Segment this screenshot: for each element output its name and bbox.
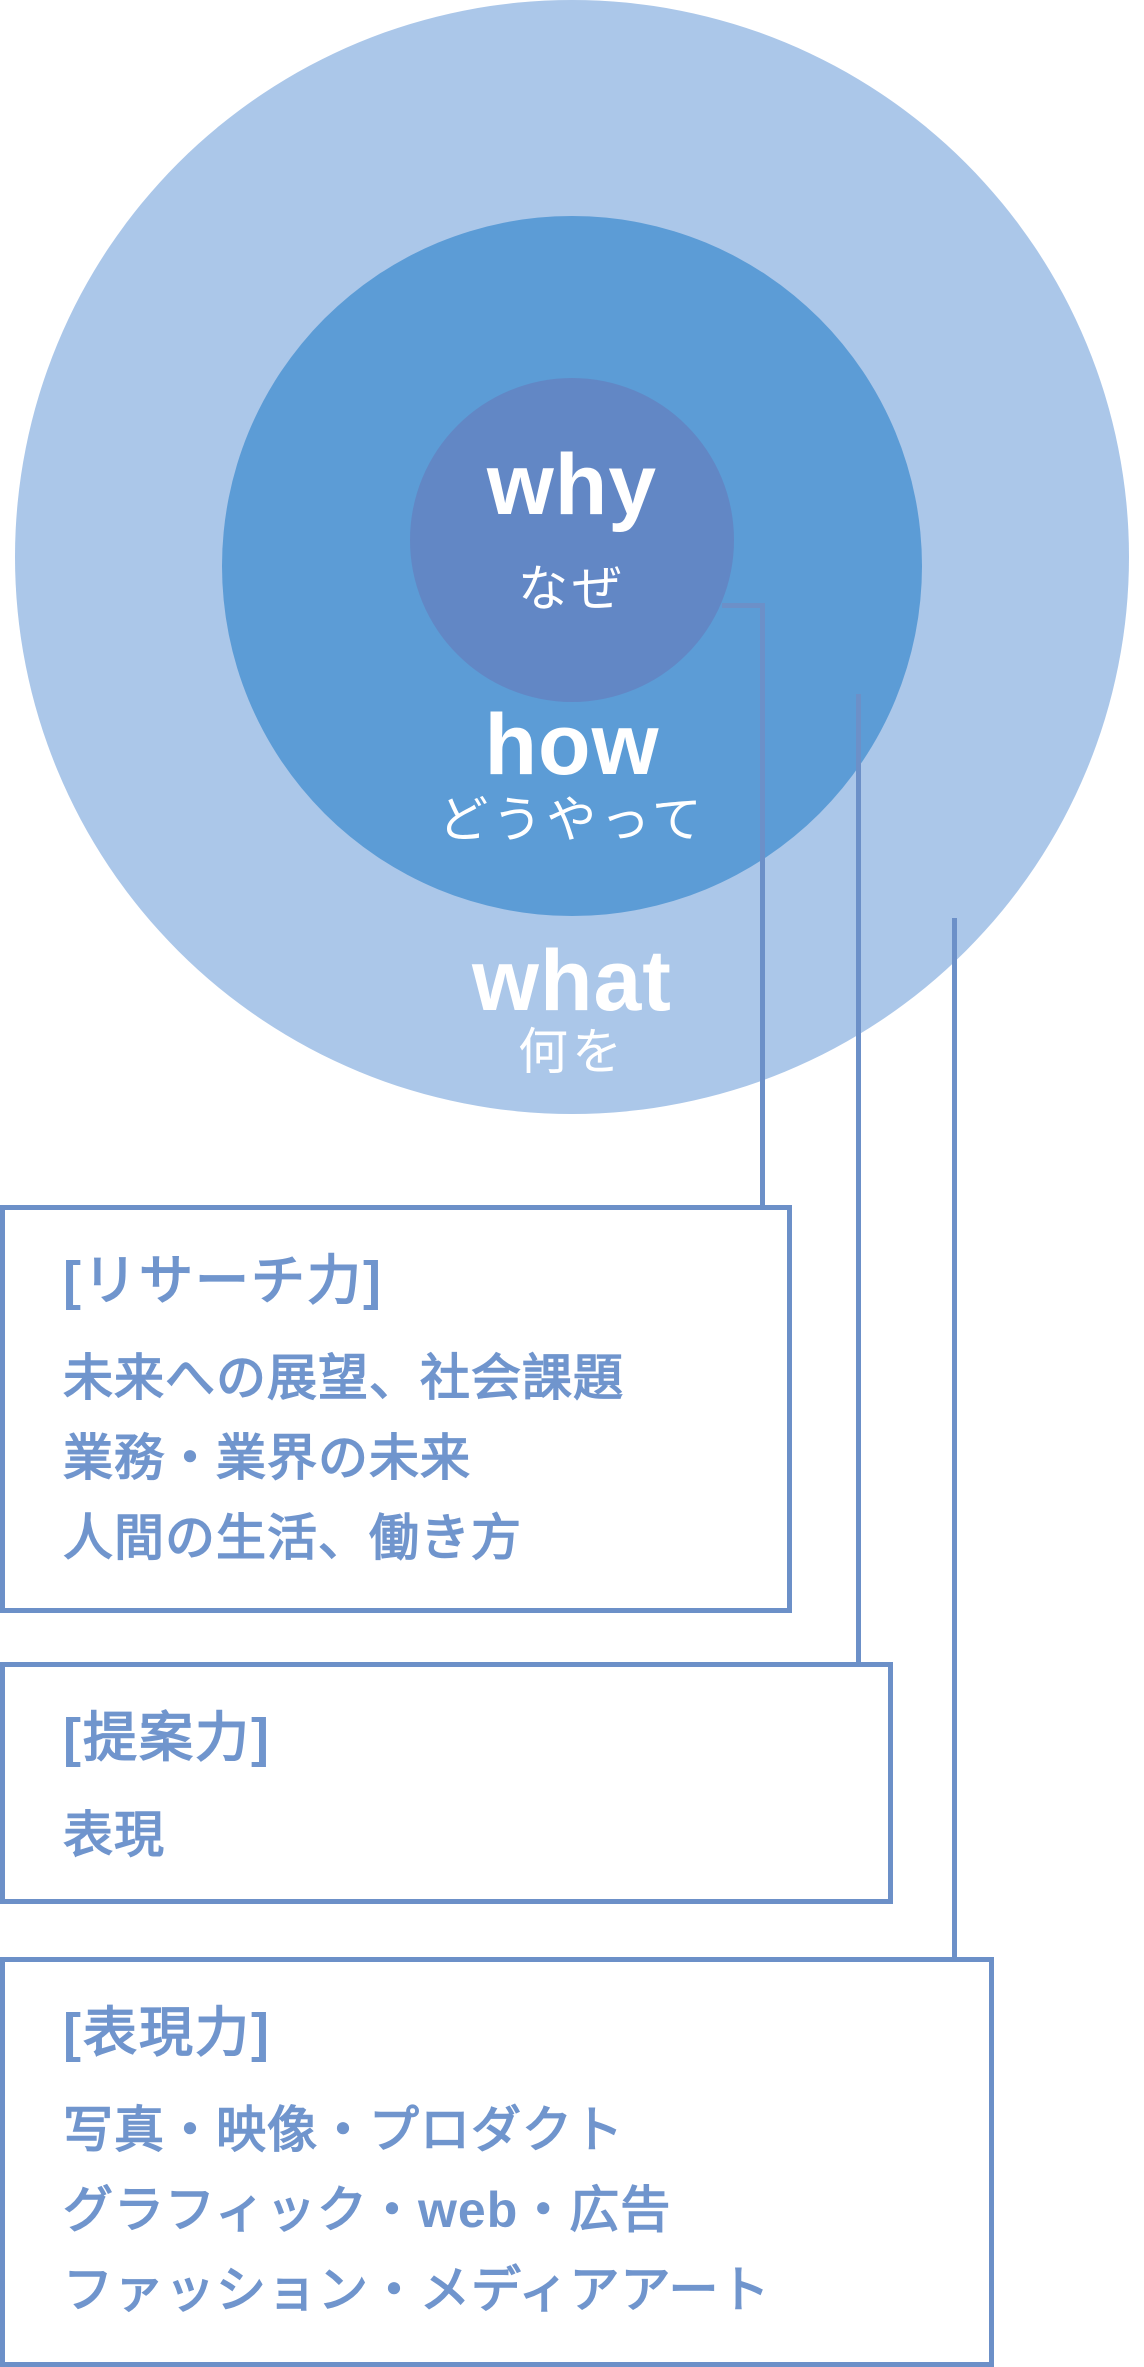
connector-why-to-research-box [760,603,765,1205]
ring-label-how-en: how [484,697,660,793]
research-ability-line-1: 未来への展望、社会課題 [63,1350,624,1407]
expression-ability-line-3: ファッション・メディアアート [63,2262,771,2319]
proposal-ability-box: [提案力] 表現 [0,1662,893,1904]
ring-label-how-ja: どうやって [438,792,706,848]
inner-circle-why [410,378,734,702]
research-ability-line-2: 業務・業界の未来 [63,1430,471,1487]
ring-label-why-en: why [486,437,658,533]
proposal-ability-title: [提案力] [63,1708,271,1768]
ring-label-what-en: what [472,933,672,1029]
connector-what-to-expression-box [952,918,957,1957]
expression-ability-title: [表現力] [63,2003,271,2063]
proposal-ability-line-1: 表現 [63,1807,165,1864]
expression-ability-box: [表現力] 写真・映像・プロダクト グラフィック・web・広告 ファッション・メ… [0,1957,994,2367]
connector-how-to-proposal-box [856,694,861,1662]
ring-label-what-ja: 何を [518,1024,626,1080]
ring-label-why-ja: なぜ [518,561,626,617]
research-ability-title: [リサーチ力] [63,1251,383,1311]
expression-ability-line-2: グラフィック・web・広告 [63,2182,672,2239]
research-ability-line-3: 人間の生活、働き方 [63,1510,522,1567]
research-ability-box: [リサーチ力] 未来への展望、社会課題 業務・業界の未来 人間の生活、働き方 [0,1205,792,1613]
expression-ability-line-1: 写真・映像・プロダクト [63,2102,624,2159]
connector-why-horizontal [722,603,765,608]
